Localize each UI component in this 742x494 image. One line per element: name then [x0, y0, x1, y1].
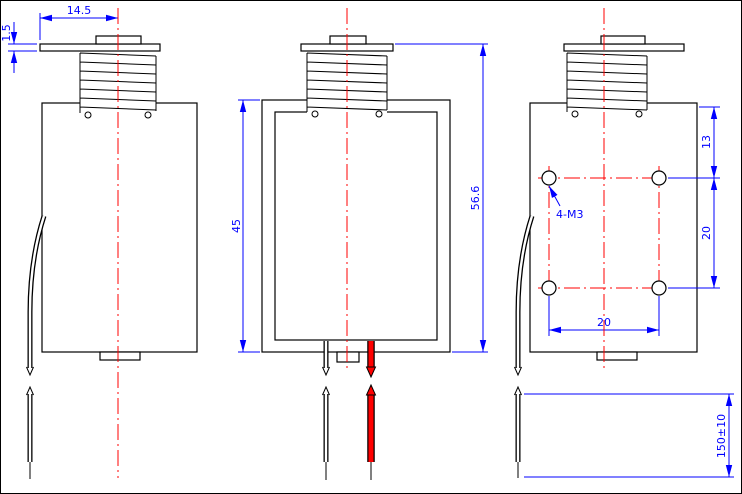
coil-lead-loop — [571, 110, 579, 118]
wire-break-icon — [26, 366, 34, 377]
dim-case-height: 45 — [230, 219, 243, 233]
lead-wire — [516, 215, 534, 368]
case-inner — [274, 111, 438, 341]
dim-flange-width: 14.5 — [67, 4, 92, 17]
wire-break-icon — [322, 366, 330, 377]
extension-line — [668, 106, 720, 289]
bottom-tab — [99, 351, 141, 361]
dim-flange-thickness: 1.5 — [0, 24, 13, 42]
wire-break-icon — [514, 366, 522, 377]
bottom-tab — [596, 351, 638, 361]
dim-hole-top-offset: 13 — [700, 135, 713, 149]
plunger-head — [329, 35, 367, 45]
side-view: 14.5 1.5 — [0, 4, 198, 479]
plunger-tip — [336, 351, 360, 363]
coil-lead-loop — [311, 110, 319, 118]
case-outline — [529, 102, 698, 353]
thread-callout: 4-M3 — [556, 208, 583, 221]
dim-overall-height: 56.6 — [469, 186, 482, 211]
flange — [39, 43, 161, 52]
wire-break-icon — [365, 383, 377, 396]
coil-lead-loop — [84, 111, 92, 119]
coil — [566, 52, 648, 112]
leader-line — [548, 185, 561, 207]
mounting-hole-bottom-right — [651, 280, 667, 296]
wire-break-icon — [26, 385, 34, 396]
mounting-hole-top-right — [651, 170, 667, 186]
coil-lead-loop — [144, 111, 152, 119]
mounting-view: 4-M3 13 20 20 150±10 — [514, 8, 734, 478]
case-outer — [261, 99, 451, 353]
wire-break-icon — [365, 366, 377, 379]
wire-break-icon — [322, 385, 330, 396]
flange — [563, 43, 685, 52]
mounting-hole-bottom-left — [541, 280, 557, 296]
wire-break-icon — [514, 385, 522, 396]
mounting-hole-top-left — [541, 170, 557, 186]
extension-line — [395, 43, 488, 353]
coil-lead-loop — [375, 110, 383, 118]
dim-lead-length: 150±10 — [715, 414, 728, 458]
plunger-head — [600, 35, 646, 45]
lead-wire — [28, 215, 46, 368]
dim-hole-pitch-vertical: 20 — [700, 226, 713, 240]
case-outline — [41, 102, 198, 353]
extension-line — [8, 43, 37, 52]
coil-lead-loop — [635, 110, 643, 118]
extension-line — [524, 393, 734, 478]
front-view: 45 56.6 — [230, 8, 488, 480]
